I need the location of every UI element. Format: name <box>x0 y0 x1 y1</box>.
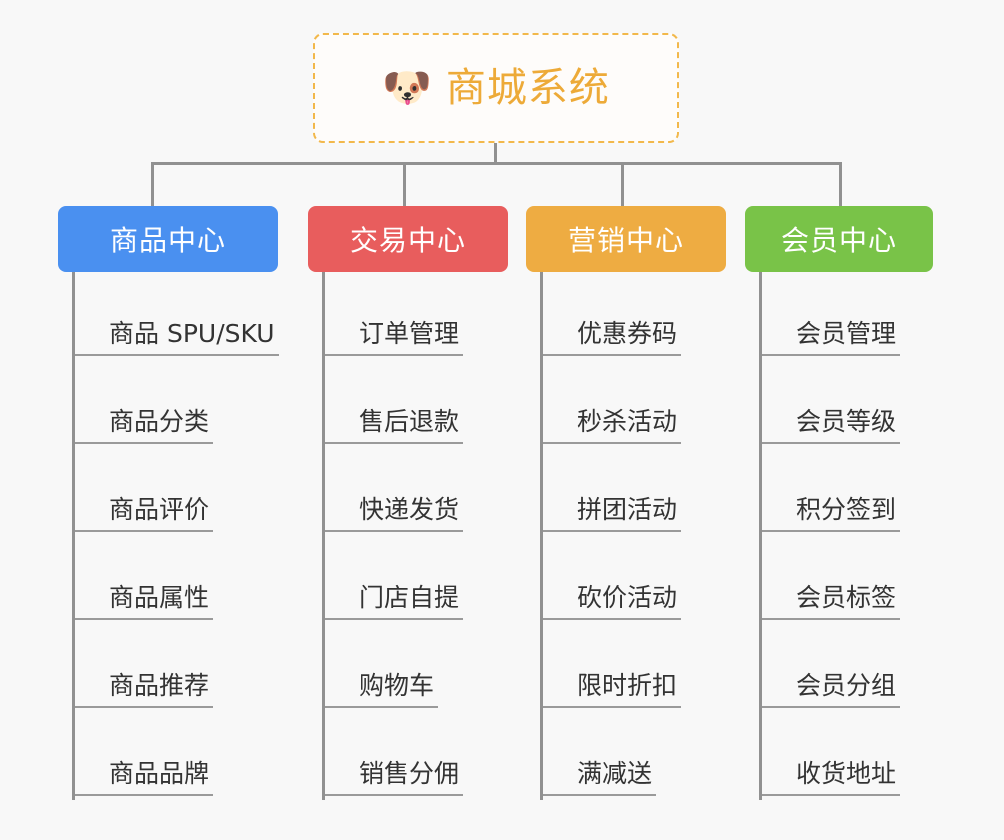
list-item-label: 商品分类 <box>75 406 214 444</box>
list-item-label: 优惠券码 <box>543 318 682 356</box>
list-item-label: 会员分组 <box>762 670 901 708</box>
dog-face-icon: 🐶 <box>382 65 432 111</box>
list-item-label: 会员等级 <box>762 406 901 444</box>
branch-label: 会员中心 <box>780 224 897 257</box>
list-item-label: 商品 SPU/SKU <box>75 318 279 356</box>
list-item-label: 销售分佣 <box>325 758 464 796</box>
list-item[interactable]: 会员分组 <box>762 624 933 712</box>
root-node[interactable]: 🐶 商城系统 <box>313 33 679 143</box>
list-item[interactable]: 秒杀活动 <box>543 360 726 448</box>
list-item-label: 门店自提 <box>325 582 464 620</box>
list-item[interactable]: 销售分佣 <box>325 712 508 800</box>
branch-column-1: 商品中心 商品 SPU/SKU 商品分类 商品评价 商品属性 商品推荐 商品品牌 <box>58 206 279 800</box>
list-item[interactable]: 收货地址 <box>762 712 933 800</box>
list-item-label: 商品评价 <box>75 494 214 532</box>
connector-drop-3 <box>621 162 624 207</box>
list-item[interactable]: 售后退款 <box>325 360 508 448</box>
list-item-label: 购物车 <box>325 670 439 708</box>
branch-column-3: 营销中心 优惠券码 秒杀活动 拼团活动 砍价活动 限时折扣 满减送 <box>526 206 726 800</box>
connector-drop-4 <box>839 162 842 207</box>
list-item-label: 商品属性 <box>75 582 214 620</box>
list-item-label: 售后退款 <box>325 406 464 444</box>
list-item[interactable]: 拼团活动 <box>543 448 726 536</box>
connector-root-stem <box>494 143 497 164</box>
branch-items-2: 订单管理 售后退款 快递发货 门店自提 购物车 销售分佣 <box>322 272 508 800</box>
list-item[interactable]: 门店自提 <box>325 536 508 624</box>
branch-column-2: 交易中心 订单管理 售后退款 快递发货 门店自提 购物车 销售分佣 <box>308 206 508 800</box>
list-item[interactable]: 会员等级 <box>762 360 933 448</box>
list-item[interactable]: 砍价活动 <box>543 536 726 624</box>
list-item-label: 满减送 <box>543 758 657 796</box>
branch-label: 商品中心 <box>109 224 226 257</box>
connector-drop-1 <box>151 162 154 207</box>
list-item[interactable]: 订单管理 <box>325 272 508 360</box>
branch-node-member-center[interactable]: 会员中心 <box>745 206 933 272</box>
list-item-label: 限时折扣 <box>543 670 682 708</box>
branch-node-product-center[interactable]: 商品中心 <box>58 206 278 272</box>
list-item[interactable]: 商品推荐 <box>75 624 278 712</box>
list-item-label: 秒杀活动 <box>543 406 682 444</box>
branch-column-4: 会员中心 会员管理 会员等级 积分签到 会员标签 会员分组 收货地址 <box>745 206 933 800</box>
list-item[interactable]: 商品分类 <box>75 360 278 448</box>
list-item[interactable]: 快递发货 <box>325 448 508 536</box>
branch-items-1: 商品 SPU/SKU 商品分类 商品评价 商品属性 商品推荐 商品品牌 <box>72 272 279 800</box>
list-item-label: 订单管理 <box>325 318 464 356</box>
list-item[interactable]: 会员管理 <box>762 272 933 360</box>
list-item[interactable]: 会员标签 <box>762 536 933 624</box>
branch-label: 营销中心 <box>567 224 684 257</box>
list-item-label: 商品推荐 <box>75 670 214 708</box>
list-item-label: 商品品牌 <box>75 758 214 796</box>
list-item-label: 积分签到 <box>762 494 901 532</box>
list-item[interactable]: 商品 SPU/SKU <box>75 272 279 360</box>
list-item[interactable]: 满减送 <box>543 712 726 800</box>
list-item[interactable]: 商品品牌 <box>75 712 278 800</box>
list-item[interactable]: 商品评价 <box>75 448 278 536</box>
connector-horizontal-bus <box>151 162 841 165</box>
list-item[interactable]: 商品属性 <box>75 536 278 624</box>
list-item[interactable]: 购物车 <box>325 624 508 712</box>
branch-node-trade-center[interactable]: 交易中心 <box>308 206 508 272</box>
branch-items-4: 会员管理 会员等级 积分签到 会员标签 会员分组 收货地址 <box>759 272 933 800</box>
list-item-label: 拼团活动 <box>543 494 682 532</box>
branch-label: 交易中心 <box>349 224 466 257</box>
list-item[interactable]: 积分签到 <box>762 448 933 536</box>
list-item-label: 砍价活动 <box>543 582 682 620</box>
list-item-label: 会员管理 <box>762 318 901 356</box>
branch-node-marketing-center[interactable]: 营销中心 <box>526 206 726 272</box>
branch-items-3: 优惠券码 秒杀活动 拼团活动 砍价活动 限时折扣 满减送 <box>540 272 726 800</box>
connector-drop-2 <box>403 162 406 207</box>
list-item-label: 快递发货 <box>325 494 464 532</box>
list-item-label: 收货地址 <box>762 758 901 796</box>
list-item-label: 会员标签 <box>762 582 901 620</box>
list-item[interactable]: 限时折扣 <box>543 624 726 712</box>
root-node-label: 商城系统 <box>445 65 610 111</box>
list-item[interactable]: 优惠券码 <box>543 272 726 360</box>
